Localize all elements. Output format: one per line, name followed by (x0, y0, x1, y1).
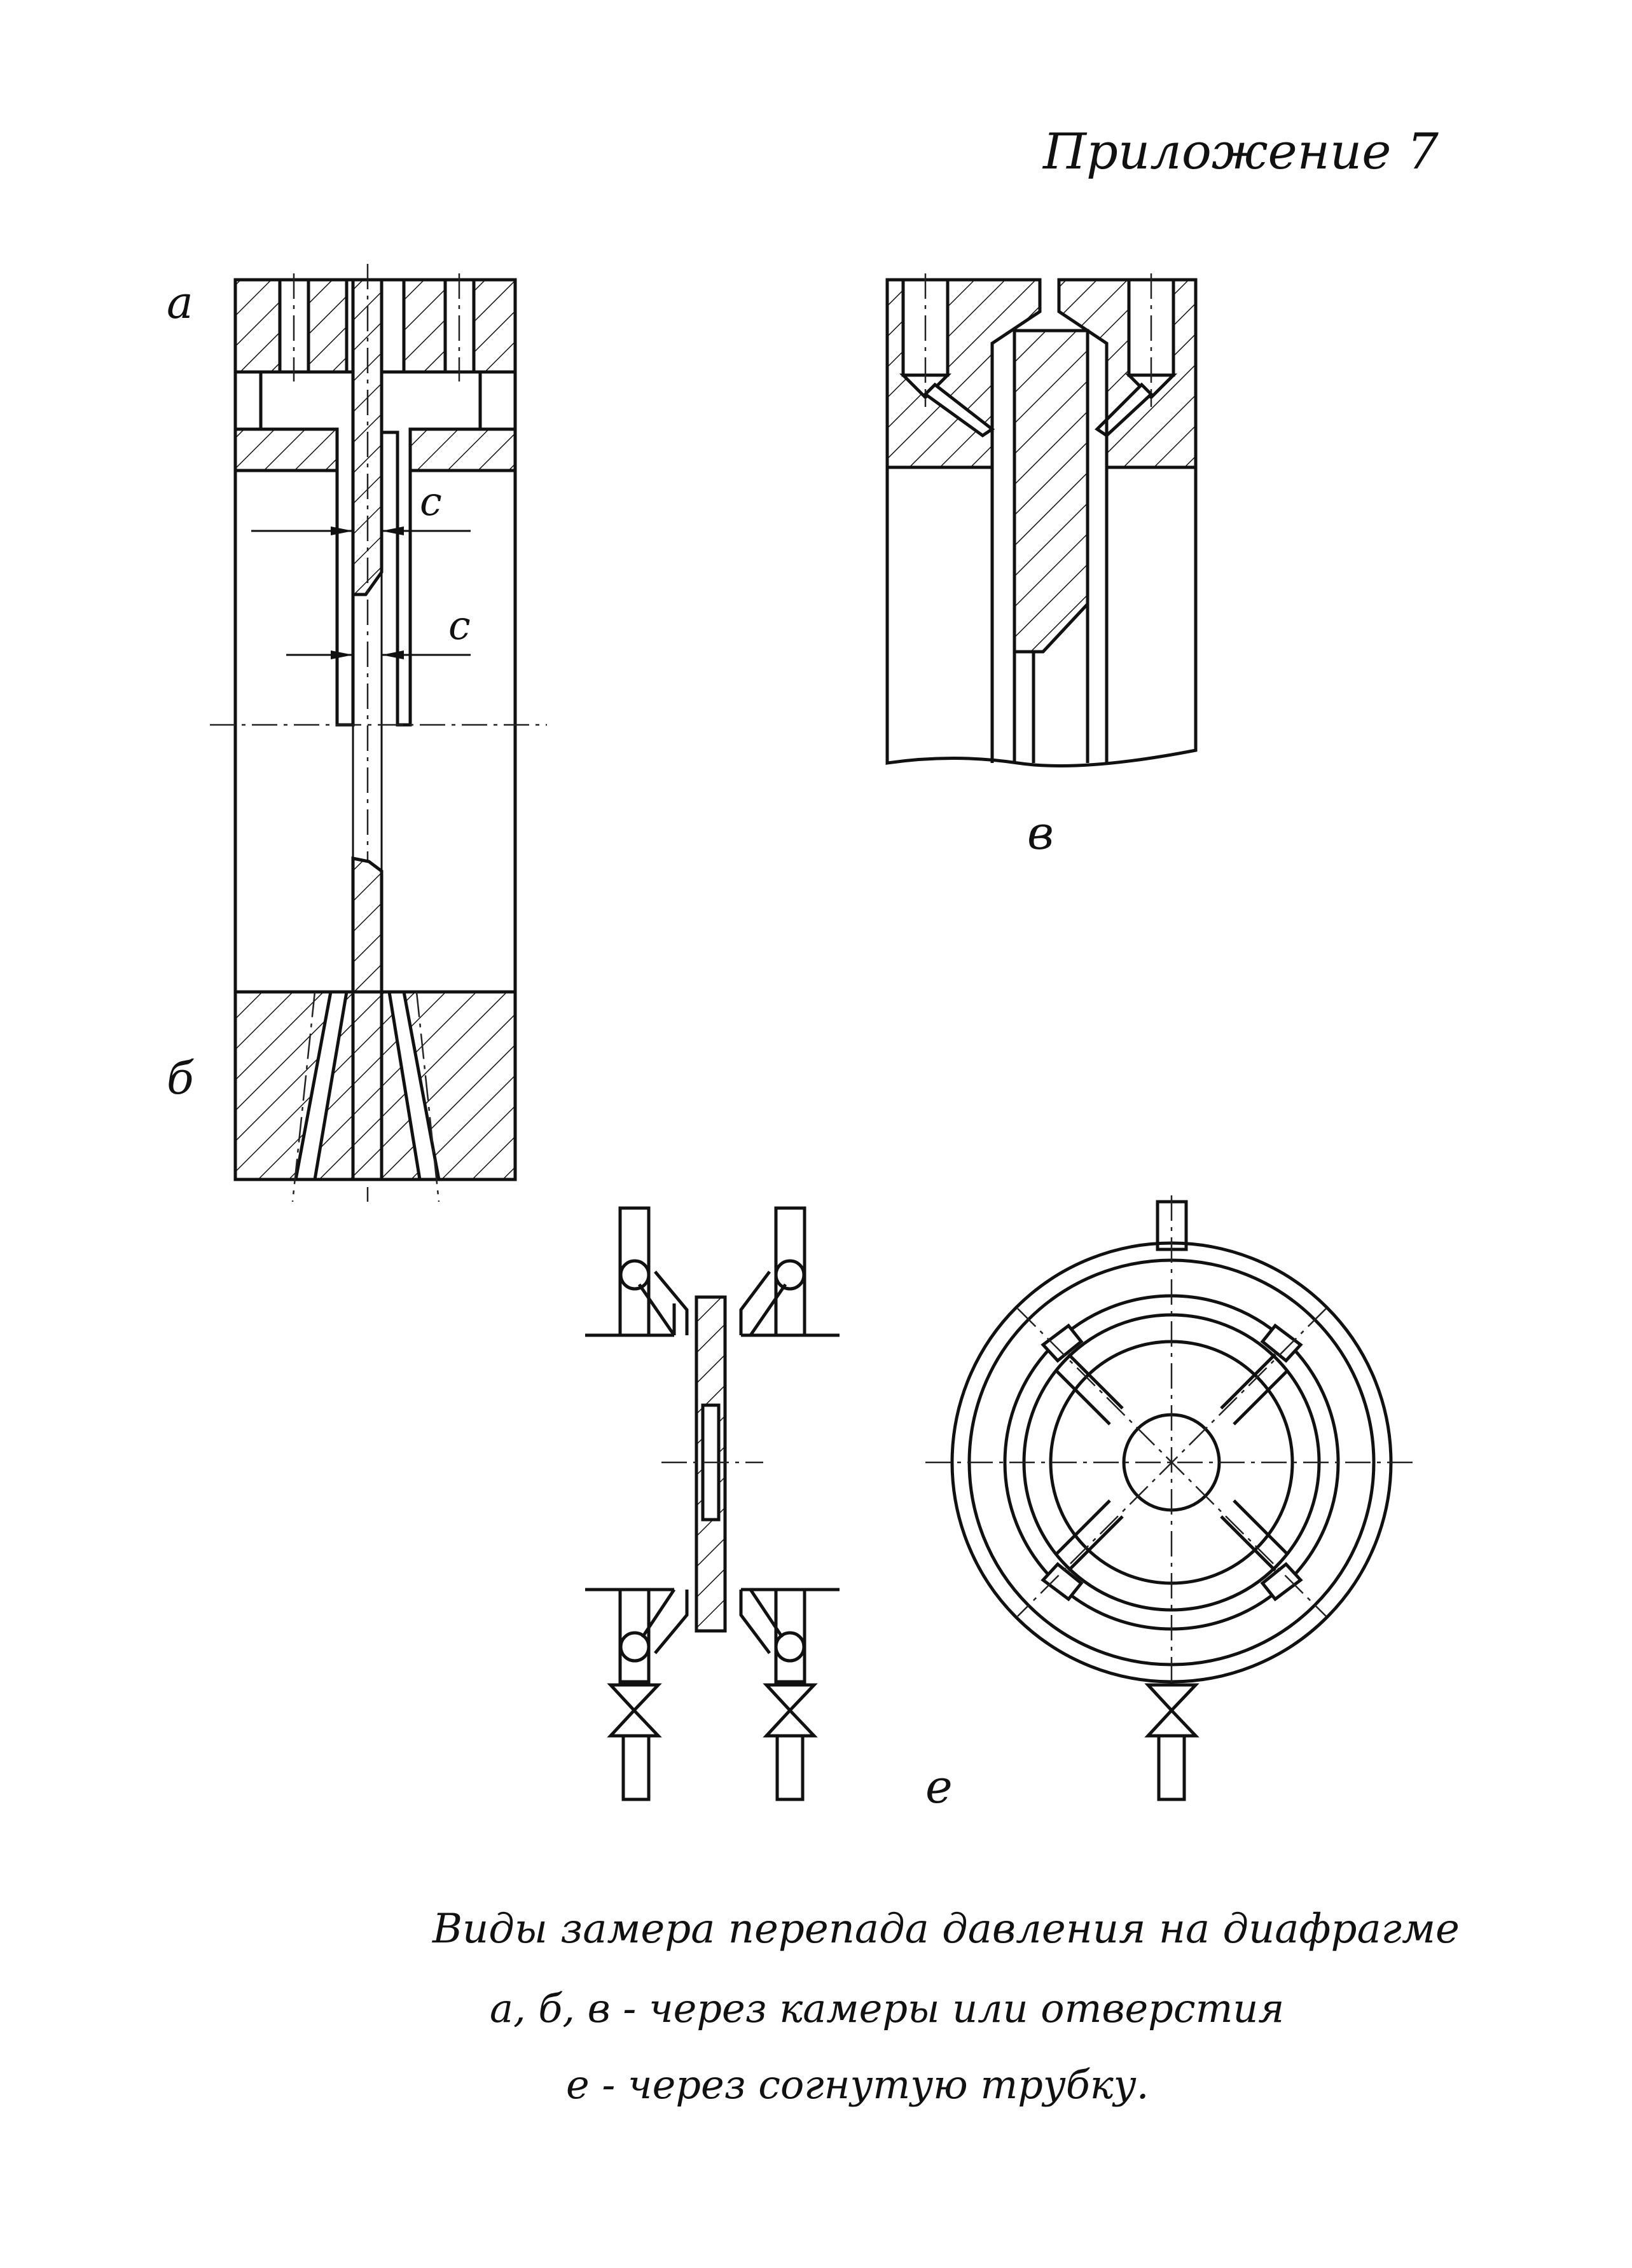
label-e: е (925, 1760, 953, 1813)
caption-line-2: е - через согнутую трубку. (566, 2061, 1149, 2108)
dimension-c-lower: c (448, 602, 471, 649)
label-a: а (167, 277, 193, 329)
label-b: б (167, 1052, 194, 1104)
figure-e-side: е (585, 1206, 953, 1813)
figure-v: в (885, 273, 1198, 860)
dimension-c-upper: c (420, 478, 442, 525)
figure-e-plan (925, 1195, 1418, 1801)
annex-title: Приложение 7 (1042, 123, 1439, 181)
label-v: в (1027, 806, 1054, 860)
caption-line-1: а, б, в - через камеры или отверстия (490, 1985, 1284, 2031)
figure-a-b: c c а б (167, 264, 547, 1202)
diaphragm-plate-lower (351, 856, 384, 1181)
diaphragm-wedge (1013, 329, 1089, 654)
caption-title: Виды замера перепада давления на диафраг… (432, 1906, 1460, 1953)
figure-v-body (885, 280, 1198, 767)
